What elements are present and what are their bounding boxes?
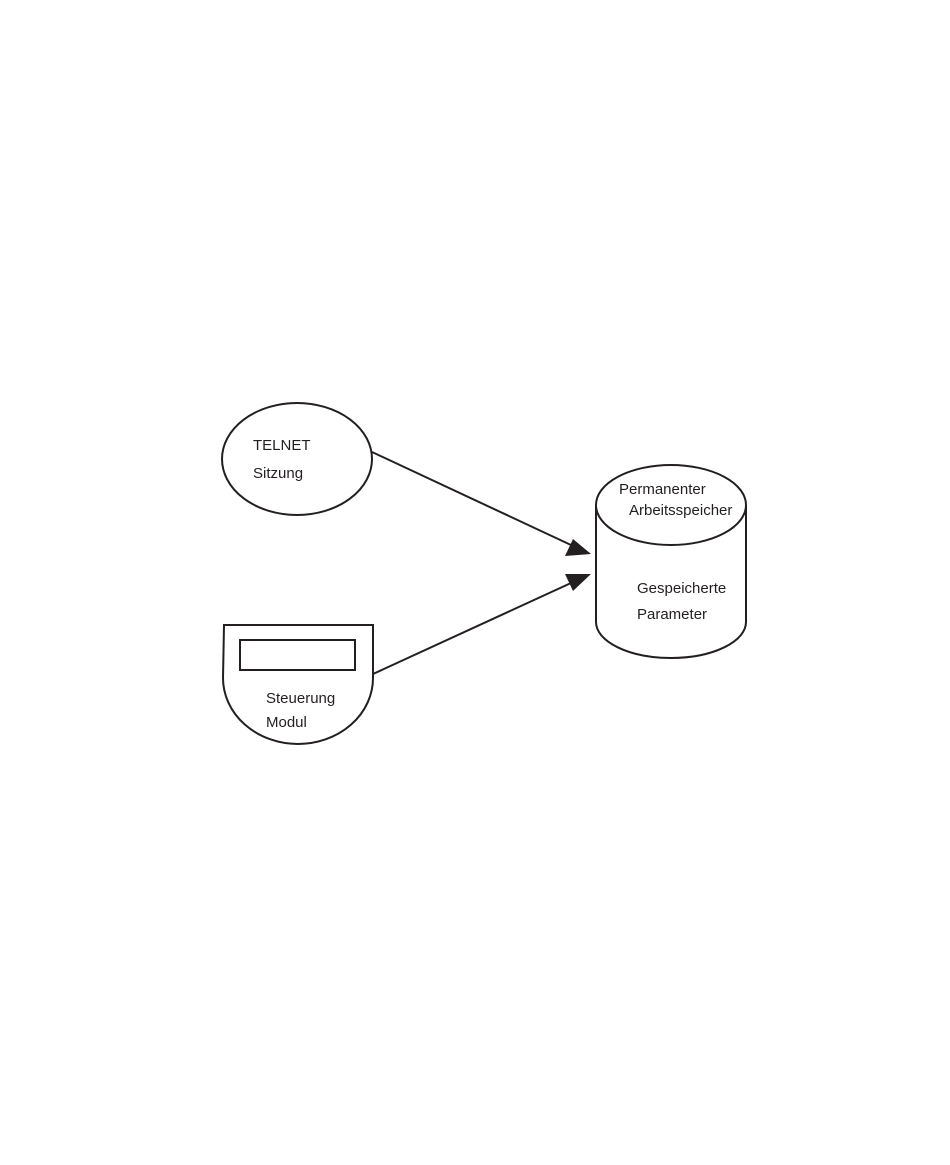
telnet-session-label-line2: Sitzung [253,465,303,482]
edge-module-to-memory-line [373,583,571,674]
control-module-label-line1: Steuerung [266,690,335,707]
control-module-label-line2: Modul [266,714,307,731]
telnet-session-ellipse [222,403,372,515]
edge-telnet-to-memory-line [372,452,571,545]
control-module-node: Steuerung Modul [223,625,373,744]
telnet-session-label-line1: TELNET [253,437,311,454]
memory-top-label-line1: Permanenter [619,481,706,498]
edge-module-to-memory-arrowhead [565,574,591,591]
memory-body-label-line2: Parameter [637,606,707,623]
nonvolatile-memory-node: Permanenter Arbeitsspeicher Gespeicherte… [596,465,746,658]
memory-body-label-line1: Gespeicherte [637,580,726,597]
edge-telnet-to-memory-arrowhead [565,539,591,556]
edge-telnet-to-memory [372,452,591,556]
control-module-display [240,640,355,670]
memory-top-label-line2: Arbeitsspeicher [629,502,732,519]
edge-module-to-memory [373,574,591,674]
telnet-session-node: TELNET Sitzung [222,403,372,515]
